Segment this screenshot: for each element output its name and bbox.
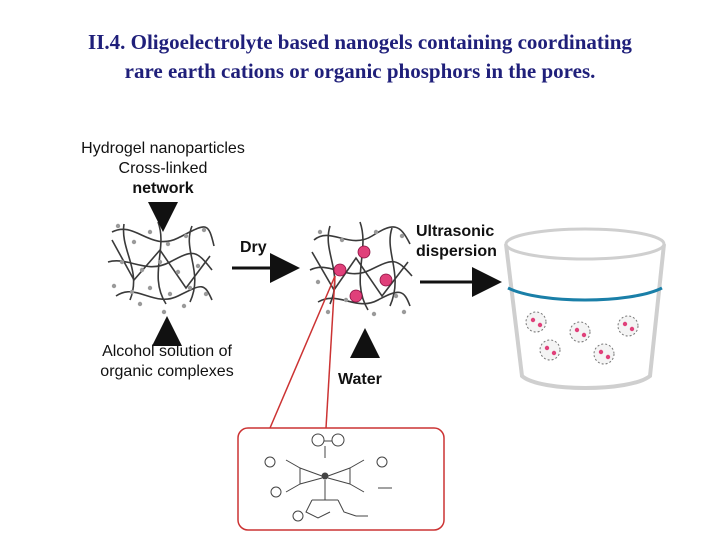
water-surface xyxy=(507,286,663,302)
hydrogel-network-middle xyxy=(309,221,413,311)
water-label: Water xyxy=(338,371,382,388)
title-line-1: II.4. Oligoelectrolyte based nanogels co… xyxy=(88,30,632,54)
dispersed-nanogels xyxy=(525,311,639,365)
hydrogel-label-line2: Cross-linked xyxy=(118,160,208,177)
complex-structure-inset xyxy=(237,427,445,531)
pore-dots-left xyxy=(111,223,209,315)
alcohol-label-line1: Alcohol solution of xyxy=(102,343,232,360)
beaker xyxy=(504,227,666,390)
ultrasonic-label-line1: Ultrasonic xyxy=(416,223,495,240)
pore-dots-middle xyxy=(315,229,407,317)
slide-title: II.4. Oligoelectrolyte based nanogels co… xyxy=(0,28,720,86)
dry-label: Dry xyxy=(240,239,267,256)
title-line-2: rare earth cations or organic phosphors … xyxy=(124,59,596,83)
alcohol-label: Alcohol solution of organic complexes xyxy=(72,342,262,382)
hydrogel-label: Hydrogel nanoparticles Cross-linked netw… xyxy=(50,139,276,199)
hydrogel-label-line1: Hydrogel nanoparticles xyxy=(81,140,245,157)
alcohol-label-line2: organic complexes xyxy=(100,363,234,380)
complex-particles xyxy=(333,245,393,303)
callout-line-left xyxy=(269,275,336,429)
hydrogel-label-line3: network xyxy=(132,180,194,197)
ultrasonic-label: Ultrasonic dispersion xyxy=(416,222,497,262)
callout-line-right xyxy=(325,275,336,429)
complex-structure-drawing xyxy=(264,433,392,522)
ultrasonic-label-line2: dispersion xyxy=(416,243,497,260)
